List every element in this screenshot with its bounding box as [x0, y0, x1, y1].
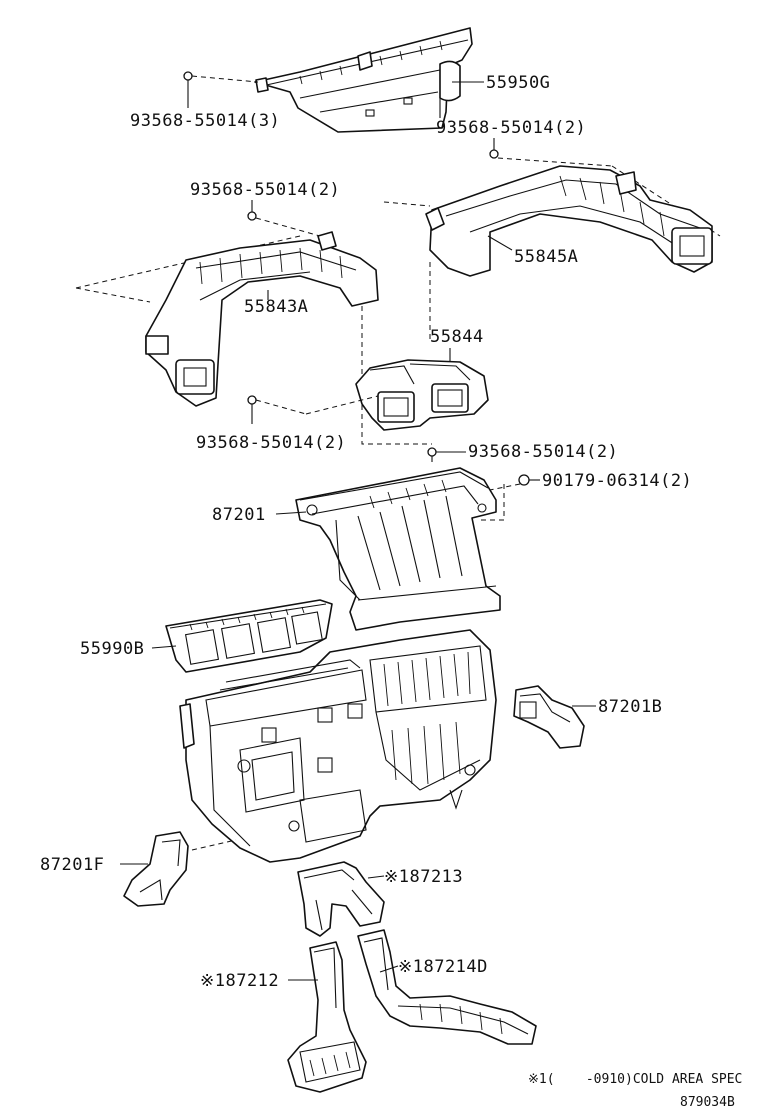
screw-93568-d — [247, 395, 257, 424]
label-55843a: 55843A — [244, 297, 308, 317]
label-55950g: 55950G — [486, 73, 550, 93]
part-87201-case — [295, 467, 501, 631]
leader-55990b — [151, 645, 177, 649]
label-93568-55014-2-d: 93568-55014(2) — [468, 442, 618, 462]
part-55843a-duct — [145, 231, 379, 407]
dashed-guide — [361, 262, 432, 445]
label-93568-55014-2-a: 93568-55014(2) — [436, 118, 586, 138]
leader-87201 — [275, 511, 307, 515]
screw-93568-e — [427, 447, 466, 462]
part-87213-duct — [297, 861, 385, 937]
part-55845a-duct — [425, 165, 713, 277]
label-87213: ※187213 — [384, 867, 463, 887]
label-87212: ※187212 — [200, 971, 279, 991]
label-87201b: 87201B — [598, 697, 662, 717]
part-55990b-vent — [165, 599, 333, 673]
screw-93568-b — [489, 138, 499, 159]
footnote-cold-area: ※1( -0910)COLD AREA SPEC — [528, 1072, 742, 1087]
dashed-guide — [191, 839, 237, 851]
part-87212-duct — [287, 941, 367, 1093]
leader-87213 — [367, 875, 385, 879]
label-87201f: 87201F — [40, 855, 104, 875]
diagram-id: 879034B — [680, 1095, 735, 1110]
part-55950g-duct — [254, 27, 473, 133]
dashed-guide — [191, 75, 259, 83]
label-55990b: 55990B — [80, 639, 144, 659]
screw-93568-c — [247, 200, 257, 221]
label-87214d: ※187214D — [398, 957, 488, 977]
label-90179-06314-2: 90179-06314(2) — [542, 471, 692, 491]
label-87201: 87201 — [212, 505, 266, 525]
label-55844: 55844 — [430, 327, 484, 347]
label-93568-55014-2-c: 93568-55014(2) — [196, 433, 346, 453]
label-93568-55014-3: 93568-55014(3) — [130, 111, 280, 131]
part-87201f-duct — [123, 831, 189, 907]
part-55844-duct — [355, 359, 489, 431]
label-93568-55014-2-b: 93568-55014(2) — [190, 180, 340, 200]
heater-unit-body — [179, 629, 497, 863]
part-87201b-duct — [513, 685, 585, 749]
label-55845a: 55845A — [514, 247, 578, 267]
dashed-guide — [255, 395, 379, 415]
screw-93568-a — [183, 71, 193, 108]
leader-55845a — [487, 235, 513, 251]
nut-90179 — [518, 474, 540, 486]
part-87214d-duct — [357, 929, 537, 1045]
leader-87214d — [379, 965, 399, 973]
